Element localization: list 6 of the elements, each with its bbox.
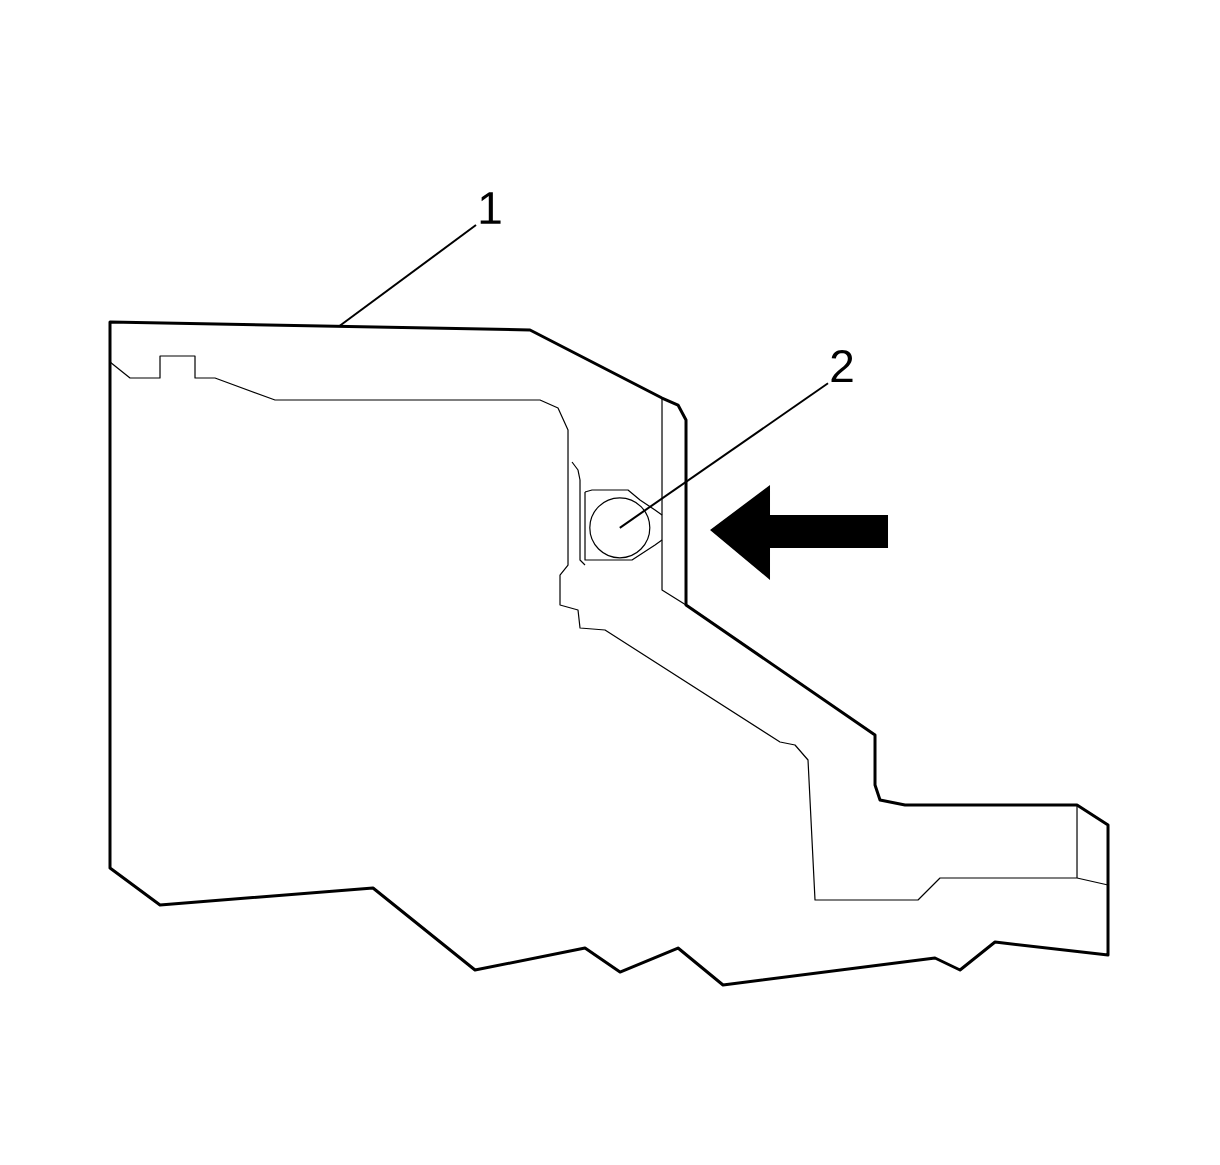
leader-line xyxy=(618,382,829,529)
callout-number: 2 xyxy=(831,349,853,383)
housing-drawing xyxy=(108,320,1110,987)
leader-line xyxy=(338,224,477,327)
callout-number: 1 xyxy=(480,192,501,224)
ball xyxy=(589,497,651,559)
